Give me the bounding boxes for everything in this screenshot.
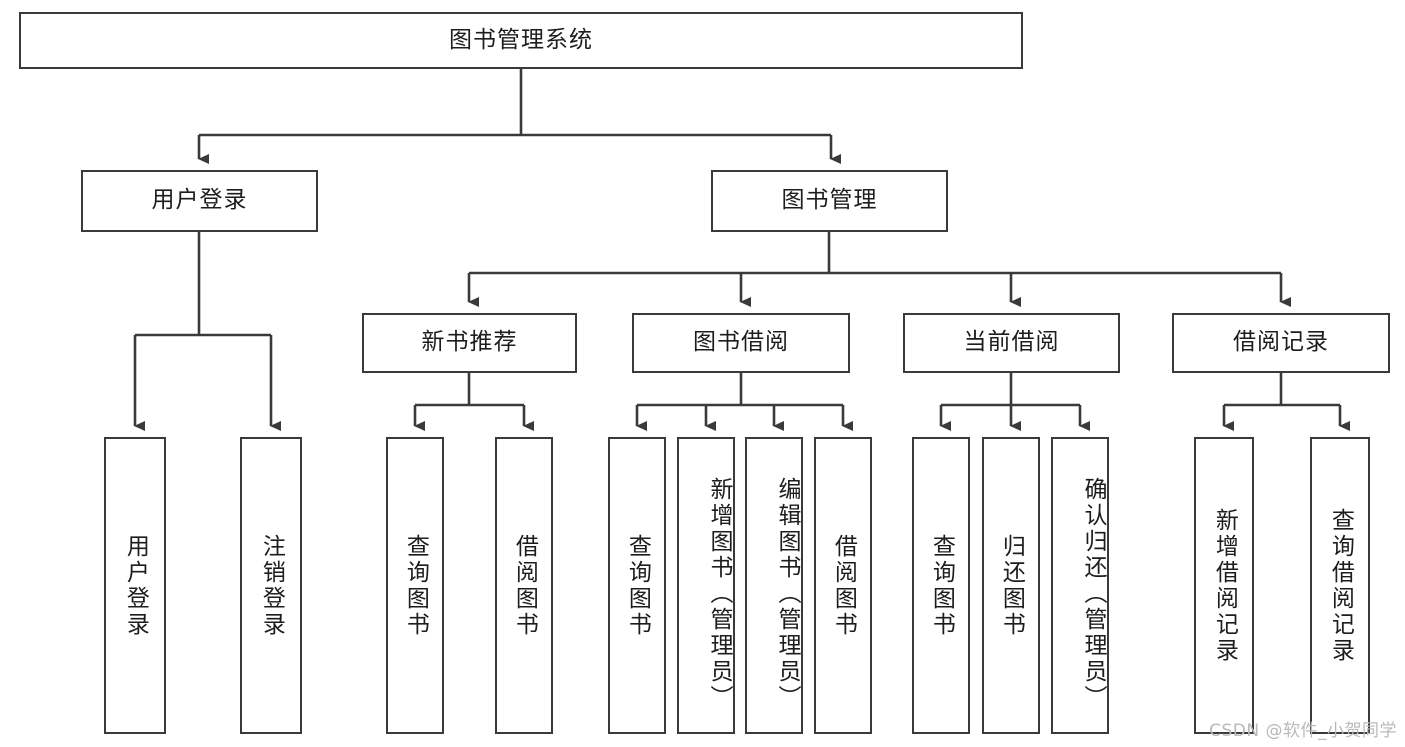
leaf-add-borrow-record[interactable]: 新增借阅记录	[1194, 437, 1254, 734]
leaf-query-book-borrow[interactable]: 查询图书	[608, 437, 666, 734]
leaf-edit-book-admin[interactable]: 编辑图书（管理员）	[745, 437, 803, 734]
leaf-logout[interactable]: 注销登录	[240, 437, 302, 734]
node-borrow-record[interactable]: 借阅记录	[1172, 313, 1390, 373]
leaf-user-login[interactable]: 用户登录	[104, 437, 166, 734]
leaf-borrow-book-borrow[interactable]: 借阅图书	[814, 437, 872, 734]
leaf-confirm-return-admin[interactable]: 确认归还（管理员）	[1051, 437, 1109, 734]
node-book-borrow[interactable]: 图书借阅	[632, 313, 850, 373]
node-book-management[interactable]: 图书管理	[711, 170, 948, 232]
node-user-login[interactable]: 用户登录	[81, 170, 318, 232]
node-current-borrow[interactable]: 当前借阅	[903, 313, 1120, 373]
node-new-book-recommend[interactable]: 新书推荐	[362, 313, 577, 373]
leaf-query-borrow-record[interactable]: 查询借阅记录	[1310, 437, 1370, 734]
leaf-borrow-book-newbook[interactable]: 借阅图书	[495, 437, 553, 734]
leaf-return-book[interactable]: 归还图书	[982, 437, 1040, 734]
node-root-book-management-system[interactable]: 图书管理系统	[19, 12, 1023, 69]
leaf-add-book-admin[interactable]: 新增图书（管理员）	[677, 437, 735, 734]
leaf-query-book-current[interactable]: 查询图书	[912, 437, 970, 734]
leaf-query-book-newbook[interactable]: 查询图书	[386, 437, 444, 734]
